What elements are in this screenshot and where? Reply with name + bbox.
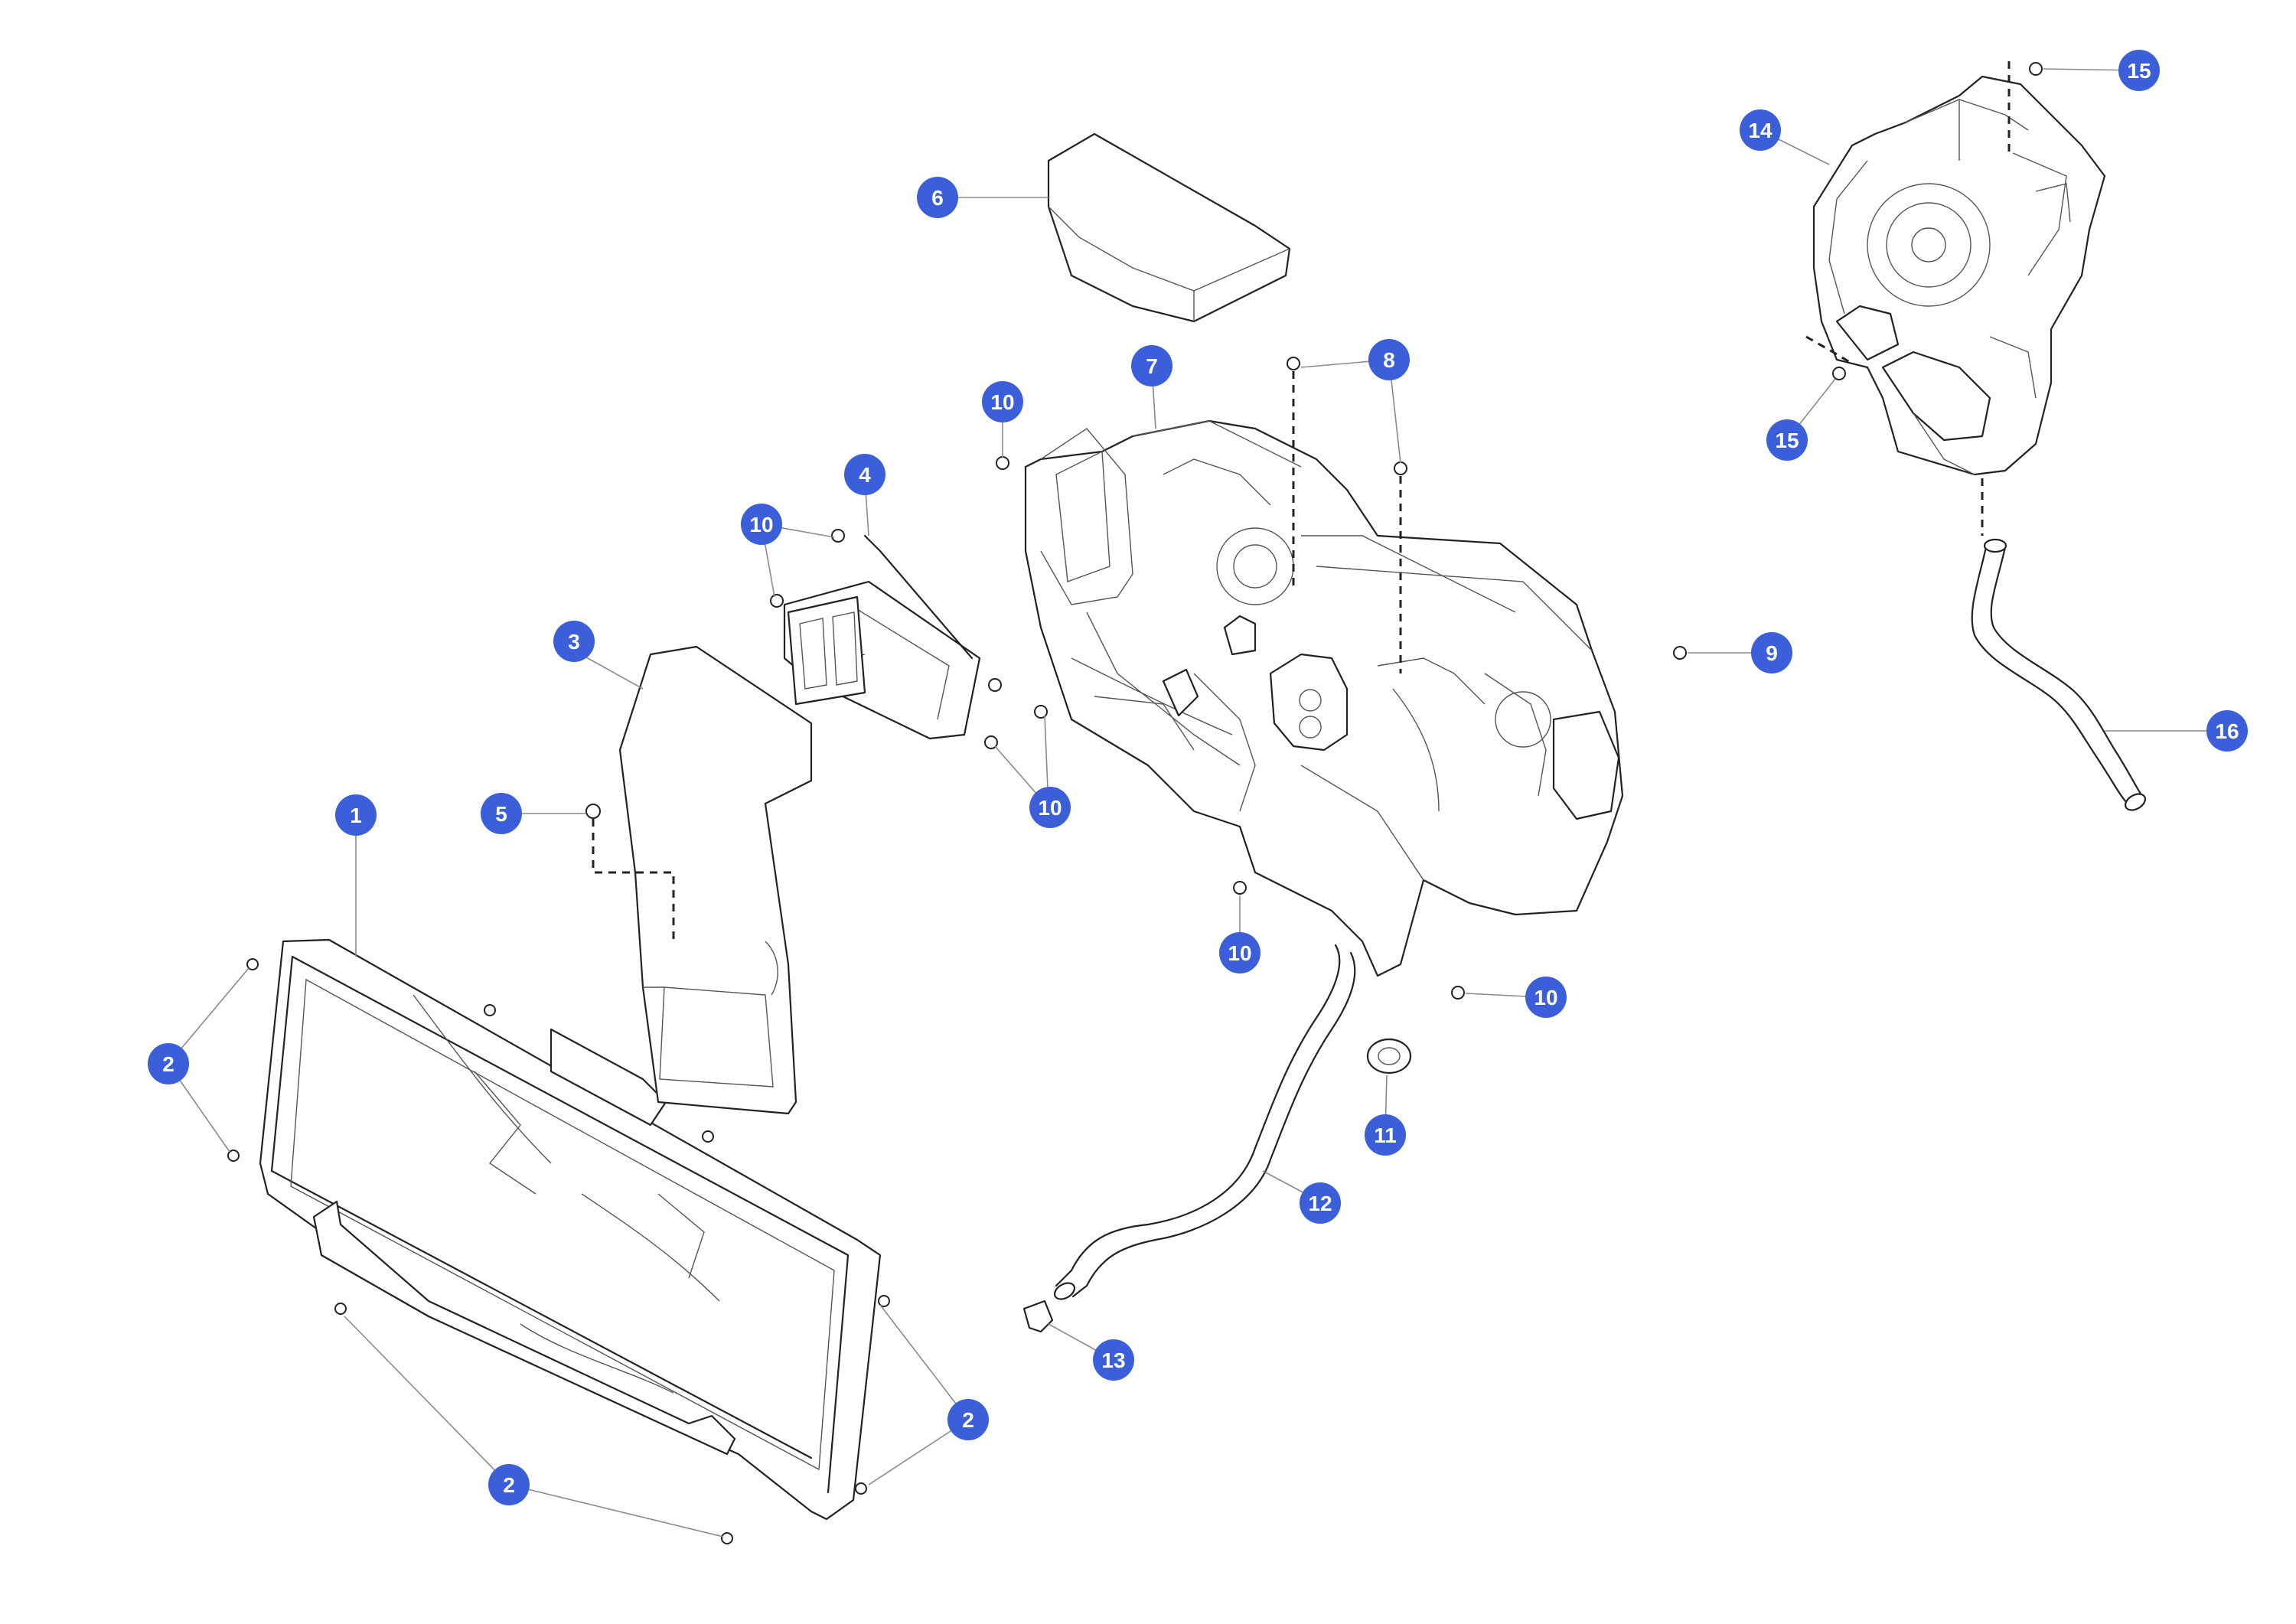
callout-16: 16 — [2206, 710, 2248, 752]
callout-3: 3 — [553, 621, 595, 662]
callout-14: 14 — [1740, 109, 1781, 151]
callout-1-label: 1 — [350, 804, 362, 827]
callout-2c-label: 2 — [503, 1473, 515, 1497]
callout-1: 1 — [335, 794, 377, 836]
callout-10c-label: 10 — [1038, 796, 1062, 820]
callout-14-label: 14 — [1748, 119, 1773, 142]
callout-5-label: 5 — [495, 802, 507, 826]
callout-8-label: 8 — [1383, 348, 1395, 372]
callout-10e: 10 — [1525, 977, 1567, 1018]
callout-7-label: 7 — [1146, 354, 1158, 378]
callout-3-label: 3 — [568, 630, 580, 654]
part-12-drain-hose — [1053, 944, 1356, 1300]
callout-2b-label: 2 — [962, 1408, 974, 1432]
callout-9: 9 — [1751, 632, 1792, 673]
callout-13-label: 13 — [1101, 1348, 1125, 1372]
callout-11-label: 11 — [1374, 1123, 1397, 1147]
callout-16-label: 16 — [2215, 719, 2239, 743]
callout-15a: 15 — [2118, 50, 2160, 91]
callout-8: 8 — [1368, 339, 1410, 380]
fasteners — [227, 62, 2043, 1544]
part-3-air-duct — [618, 645, 813, 1115]
callout-2c: 2 — [488, 1464, 530, 1505]
part-1-housing-tray — [259, 938, 882, 1521]
assembly-lines — [592, 61, 2011, 941]
callout-10c: 10 — [1029, 787, 1071, 828]
part-16-drain-hose — [1971, 538, 2147, 811]
part-11-grommet — [1366, 1038, 1412, 1075]
callout-2a: 2 — [148, 1043, 189, 1084]
callout-10b-label: 10 — [749, 513, 773, 536]
callout-15b-label: 15 — [1775, 429, 1799, 452]
part-14-blower-housing — [1812, 75, 2106, 476]
part-6-filter-element — [1047, 132, 1291, 323]
callout-2b: 2 — [947, 1399, 989, 1440]
callout-10a: 10 — [982, 381, 1023, 422]
callout-4-label: 4 — [859, 463, 871, 487]
part-4-filter-housing — [783, 534, 981, 740]
callout-10d: 10 — [1219, 932, 1261, 973]
callout-10d-label: 10 — [1228, 941, 1251, 965]
callout-9-label: 9 — [1766, 641, 1778, 665]
callout-10b: 10 — [741, 504, 782, 545]
callout-7: 7 — [1131, 345, 1172, 386]
callouts: 1 2 2 2 3 4 5 6 — [148, 50, 2248, 1505]
callout-10e-label: 10 — [1534, 986, 1557, 1009]
callout-5: 5 — [481, 793, 522, 834]
callout-6: 6 — [917, 177, 958, 218]
callout-4: 4 — [844, 454, 885, 495]
callout-2a-label: 2 — [162, 1052, 174, 1076]
callout-15b: 15 — [1766, 419, 1808, 461]
callout-10a-label: 10 — [990, 390, 1014, 414]
part-7-hvac-main-unit — [1024, 419, 1624, 977]
callout-11: 11 — [1365, 1114, 1406, 1156]
callout-13: 13 — [1093, 1339, 1134, 1381]
callout-15a-label: 15 — [2127, 59, 2151, 83]
callout-12: 12 — [1300, 1182, 1341, 1224]
part-13-hose-clip — [1022, 1300, 1054, 1333]
callout-12-label: 12 — [1308, 1192, 1332, 1215]
callout-6-label: 6 — [931, 186, 944, 210]
